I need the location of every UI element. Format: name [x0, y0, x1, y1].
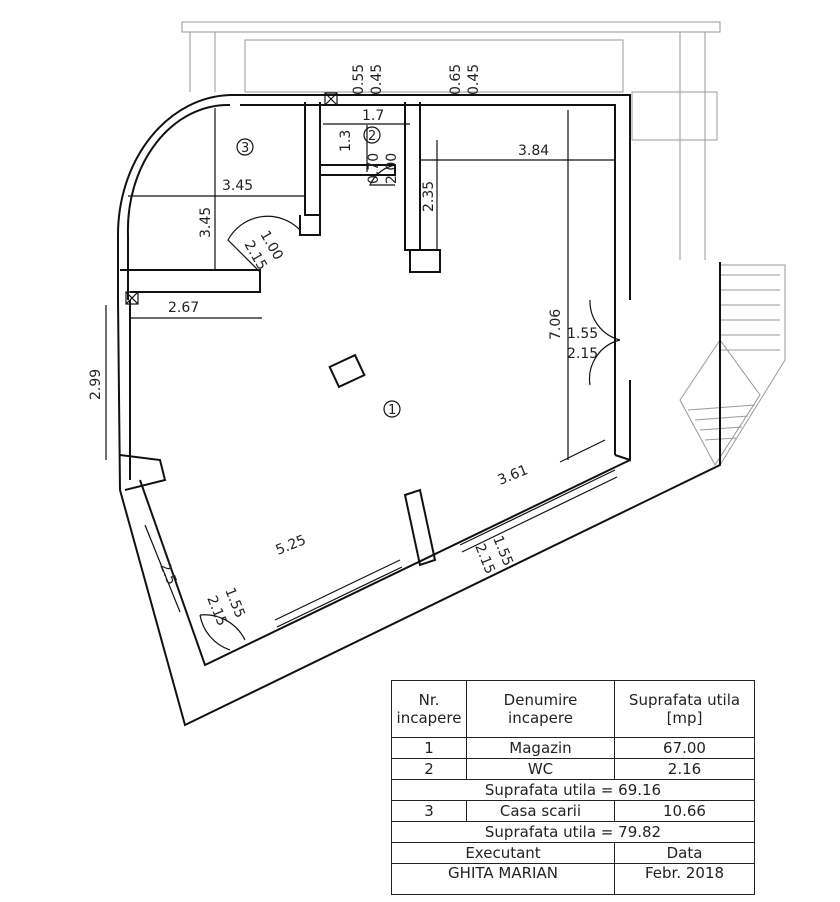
exterior-balcony: [181, 21, 786, 466]
dim-label: 3.84: [518, 143, 549, 159]
dim-label: 3.61: [496, 462, 531, 489]
subtotal-1: Suprafata utila = 69.16: [391, 779, 755, 801]
dim-label: 0.45: [466, 64, 482, 95]
dim-label: 0.55: [351, 64, 367, 95]
dim-label: 3.45: [198, 207, 214, 238]
header-nr: Nr. incapere: [391, 680, 467, 738]
room-tag-3: 3: [241, 141, 249, 156]
dim-label: 2.35: [421, 181, 437, 212]
walls: [117, 94, 721, 727]
dim-label: 3.45: [222, 178, 253, 194]
header-area: Suprafata utila [mp]: [614, 680, 755, 738]
area-legend-table: Nr. incapere Denumire incapere Suprafata…: [391, 680, 755, 895]
dim-label: 2.67: [168, 300, 199, 316]
room-name: WC: [466, 758, 615, 780]
dim-label: 1.55: [567, 326, 598, 342]
dim-label: 2.00: [384, 153, 400, 184]
dim-label: 0.70: [366, 153, 382, 184]
dim-label: 2.99: [88, 369, 104, 400]
dim-label: 1.7: [362, 108, 384, 124]
room-nr: 2: [391, 758, 467, 780]
room-area: 2.16: [614, 758, 755, 780]
dimension-labels: 0.55 0.45 0.65 0.45 1.7 1.3 3.84 3.45 3.…: [88, 64, 598, 629]
room-nr: 3: [391, 800, 467, 822]
dim-label: 0.45: [369, 64, 385, 95]
date-label: Data: [614, 842, 755, 864]
room-tags: 1 2 3: [236, 126, 401, 418]
executant-name: GHITA MARIAN: [391, 863, 615, 895]
table-row: 3 Casa scarii 10.66: [391, 800, 755, 822]
room-nr: 1: [391, 737, 467, 759]
subtotal-2: Suprafata utila = 79.82: [391, 821, 755, 843]
dim-label: 2.5: [156, 561, 179, 588]
room-area: 10.66: [614, 800, 755, 822]
table-row: 2 WC 2.16: [391, 758, 755, 780]
room-area: 67.00: [614, 737, 755, 759]
dim-label: 5.25: [274, 532, 309, 559]
dimension-lines: [105, 108, 615, 613]
dim-label: 1.3: [338, 130, 354, 152]
dim-label: 0.65: [448, 64, 464, 95]
dim-label: 7.06: [548, 309, 564, 340]
executant-label: Executant: [391, 842, 615, 864]
date-value: Febr. 2018: [614, 863, 755, 895]
room-name: Casa scarii: [466, 800, 615, 822]
header-name: Denumire incapere: [466, 680, 615, 738]
room-name: Magazin: [466, 737, 615, 759]
room-tag-2: 2: [368, 129, 376, 144]
dim-label: 2.15: [567, 346, 598, 362]
doors: [125, 92, 621, 651]
room-tag-1: 1: [388, 403, 396, 418]
table-row: 1 Magazin 67.00: [391, 737, 755, 759]
